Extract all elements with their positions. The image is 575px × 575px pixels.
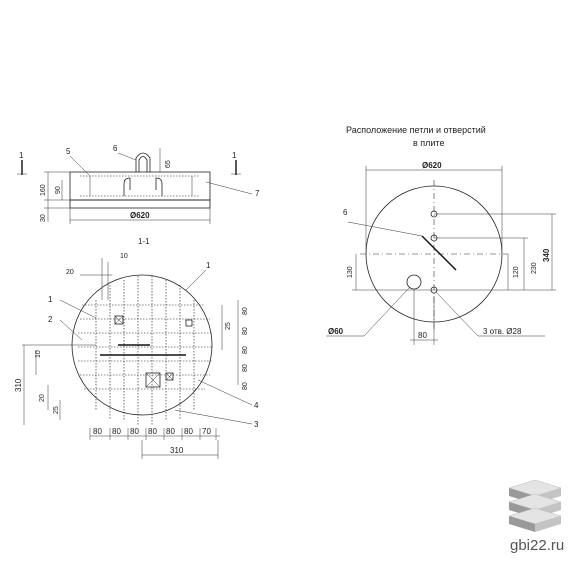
plan-right-spacing-2: 80 xyxy=(242,327,249,335)
section-title: 1-1 xyxy=(138,237,150,246)
section-mark-left: 1 xyxy=(19,151,24,160)
plan-callout-3: 3 xyxy=(254,420,259,429)
dim-diameter-section: Ø620 xyxy=(130,211,150,220)
plan-right-spacing-4: 80 xyxy=(242,364,249,372)
loops-dim-230: 230 xyxy=(531,262,538,274)
plan-dim-25-left: 25 xyxy=(53,406,60,414)
plan-bottom-spacing-4: 80 xyxy=(148,427,157,436)
callout-5: 5 xyxy=(66,147,71,156)
loops-callout-6: 6 xyxy=(343,208,348,217)
section-view: 1 1 5 6 7 65 160 xyxy=(17,144,260,246)
loops-title-line2: в плите xyxy=(413,138,444,148)
plan-callout-4: 4 xyxy=(254,401,259,410)
loops-holes-small: 3 отв. Ø28 xyxy=(483,327,522,336)
plan-callout-2: 2 xyxy=(48,315,53,324)
plan-callout-1-left: 1 xyxy=(48,295,53,304)
plan-callout-1-right: 1 xyxy=(206,261,211,270)
loops-view: Расположение петли и отверстий в плите Ø… xyxy=(326,125,556,345)
plan-dim-310-vertical: 310 xyxy=(14,378,23,392)
plan-view: 1 2 1 4 3 10 20 310 10 20 25 25 80 80 80… xyxy=(14,253,259,459)
dim-30: 30 xyxy=(40,214,47,222)
plan-right-spacing-3: 80 xyxy=(242,346,249,354)
plan-right-spacing-1: 80 xyxy=(242,307,249,315)
loops-dim-80: 80 xyxy=(418,331,427,340)
loops-dim-340: 340 xyxy=(542,248,551,262)
plan-dim-10: 10 xyxy=(120,253,128,260)
loops-title-line1: Расположение петли и отверстий xyxy=(346,125,486,135)
loops-dim-120: 120 xyxy=(513,266,520,278)
site-watermark: gbi22.ru xyxy=(510,537,565,554)
plan-dim-310-bottom: 310 xyxy=(170,446,184,455)
plan-bottom-spacing-7: 70 xyxy=(202,427,211,436)
plan-dim-20-left: 20 xyxy=(39,394,46,402)
callout-6: 6 xyxy=(113,144,118,153)
section-mark-right: 1 xyxy=(232,151,237,160)
gbi-logo-icon xyxy=(508,479,562,532)
plan-bottom-spacing-5: 80 xyxy=(166,427,175,436)
plan-bottom-spacing-3: 80 xyxy=(130,427,139,436)
plan-right-spacing-5: 80 xyxy=(242,382,249,390)
loops-hole-large: Ø60 xyxy=(328,327,344,336)
plan-dim-10-left: 10 xyxy=(35,350,42,358)
plan-dim-20: 20 xyxy=(66,269,74,276)
plan-bottom-spacing-1: 80 xyxy=(93,427,102,436)
dim-160: 160 xyxy=(40,184,47,196)
plan-bottom-spacing-2: 80 xyxy=(112,427,121,436)
plan-dim-25-right: 25 xyxy=(225,322,232,330)
plan-bottom-spacing-6: 80 xyxy=(184,427,193,436)
loops-dim-130: 130 xyxy=(347,266,354,278)
callout-7: 7 xyxy=(255,189,260,198)
dim-90: 90 xyxy=(55,186,62,194)
dim-65: 65 xyxy=(165,160,172,168)
loops-diameter: Ø620 xyxy=(422,161,442,170)
